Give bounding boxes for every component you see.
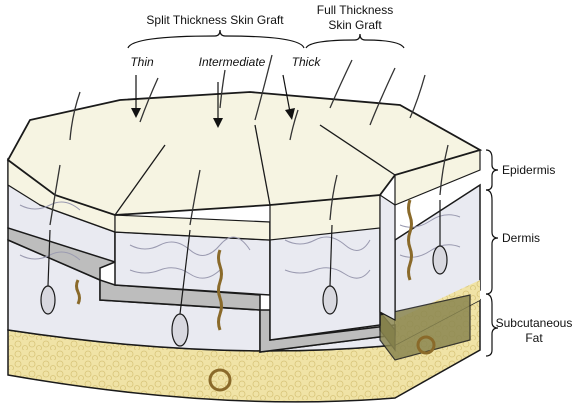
- intermediate-graft: [114, 214, 271, 296]
- thick-graft: [269, 194, 381, 341]
- dermis-label: Dermis: [502, 231, 540, 245]
- subcutaneous-label-line2: Fat: [525, 331, 543, 345]
- epidermis-label: Epidermis: [502, 163, 555, 177]
- arrowheads: [131, 108, 295, 128]
- full-thickness-label-line1: Full Thickness: [317, 3, 393, 17]
- hair-shafts: [49, 54, 449, 226]
- thick-label: Thick: [292, 55, 322, 69]
- hair-follicles: [40, 200, 448, 347]
- subcutaneous-label-line1: Subcutaneous: [496, 316, 573, 330]
- thin-label: Thin: [130, 55, 154, 69]
- full-thickness-label-line2: Skin Graft: [328, 18, 382, 32]
- epidermis-surface: [6, 91, 483, 216]
- intermediate-label: Intermediate: [199, 55, 266, 69]
- annotations: [127, 29, 499, 357]
- full-thickness-graft: [379, 149, 481, 321]
- split-thickness-label: Split Thickness Skin Graft: [146, 13, 284, 27]
- sweat-glands: [75, 199, 436, 392]
- dermis-texture: [19, 201, 461, 279]
